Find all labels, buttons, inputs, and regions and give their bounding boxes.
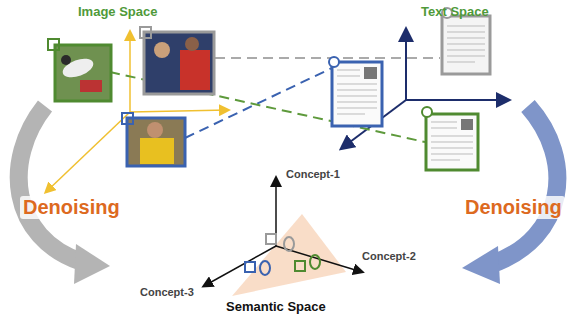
- process-label: Denoising: [20, 196, 123, 219]
- image-thumbnail: [140, 27, 214, 94]
- image-axes: [46, 32, 228, 192]
- axis-label: Concept-3: [140, 286, 194, 299]
- process-label: Denoising: [462, 196, 565, 219]
- text-document: [329, 57, 382, 126]
- text-document: [422, 107, 478, 170]
- denoising-arrow: [19, 106, 110, 284]
- image-thumbnail: [48, 39, 111, 101]
- image-thumbnail: [122, 113, 185, 166]
- axis-label: Concept-1: [286, 168, 340, 181]
- axis-label: Concept-2: [362, 250, 416, 263]
- semantic-space: [204, 178, 362, 296]
- space-title: Text Space: [421, 5, 489, 20]
- dashed-link: [215, 57, 440, 59]
- space-title: Semantic Space: [226, 300, 326, 315]
- space-title: Image Space: [78, 5, 158, 20]
